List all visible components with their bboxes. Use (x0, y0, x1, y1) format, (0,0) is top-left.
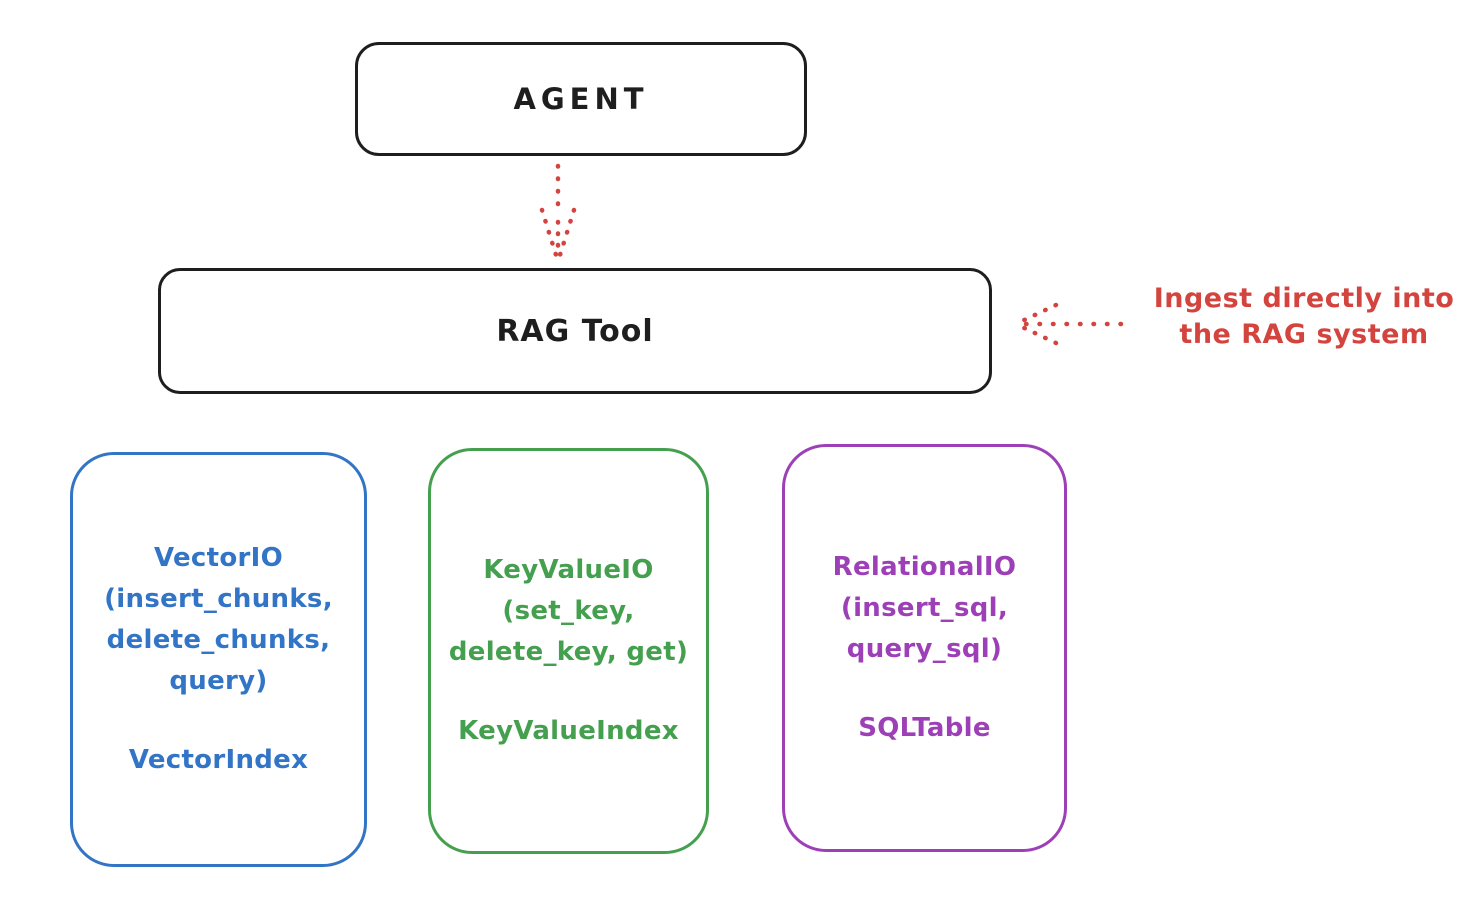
vector-io-methods: VectorIO (insert_chunks, delete_chunks, … (104, 543, 333, 696)
relational-io-methods: RelationalIO (insert_sql, query_sql) (832, 552, 1017, 664)
keyvalue-index-label: KeyValueIndex (458, 716, 679, 746)
keyvalue-io-box: KeyValueIO (set_key, delete_key, get) Ke… (428, 448, 709, 854)
vector-index-label: VectorIndex (128, 745, 309, 775)
relational-io-box: RelationalIO (insert_sql, query_sql) SQL… (782, 444, 1067, 852)
rag-tool-node: RAG Tool (158, 268, 992, 394)
sql-table-label: SQLTable (858, 713, 991, 743)
rag-tool-node-label: RAG Tool (496, 313, 654, 349)
ingest-arrow-icon (1017, 302, 1135, 346)
vector-io-box: VectorIO (insert_chunks, delete_chunks, … (70, 452, 367, 867)
ingest-annotation-text: Ingest directly into the RAG system (1153, 283, 1455, 350)
keyvalue-io-methods: KeyValueIO (set_key, delete_key, get) (448, 555, 689, 667)
agent-to-rag-arrow-icon (539, 163, 577, 259)
agent-node: AGENT (355, 42, 807, 156)
agent-node-label: AGENT (513, 82, 649, 116)
